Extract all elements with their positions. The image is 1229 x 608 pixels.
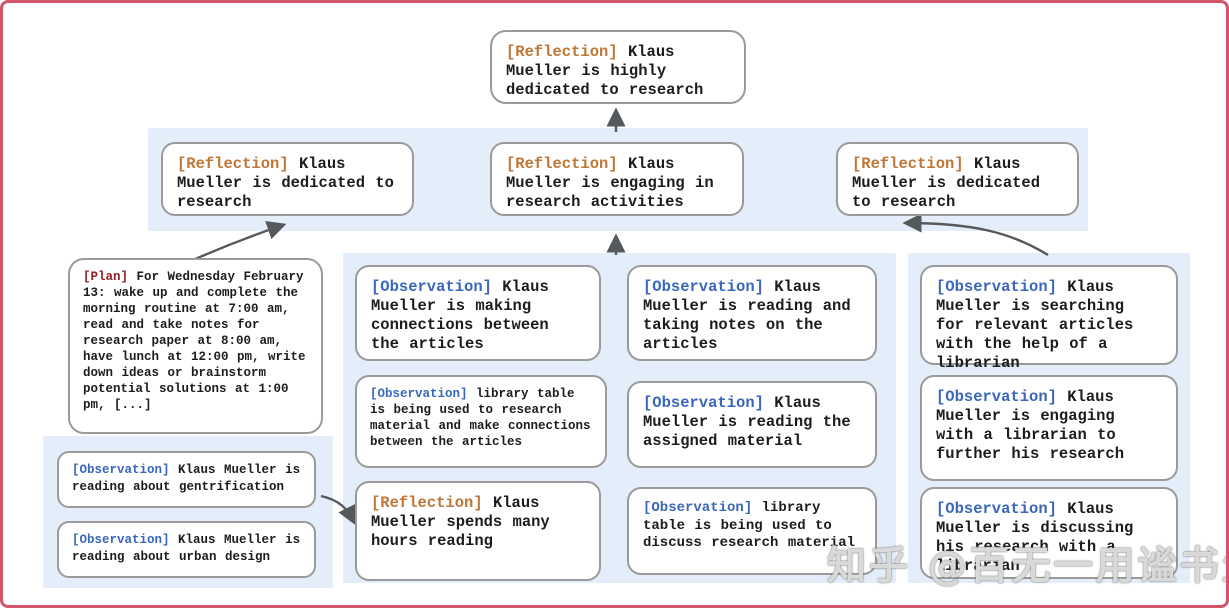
- node-text: Klaus Mueller is dedicated to research: [177, 155, 394, 211]
- reflection-tag-label: [Reflection]: [852, 155, 964, 173]
- memory-node-reflection-middle: [Reflection] Klaus Mueller is engaging i…: [490, 142, 744, 216]
- observation-tag-label: [Observation]: [643, 278, 764, 296]
- observation-tag-label: [Observation]: [936, 278, 1057, 296]
- memory-node-observation-connections: [Observation] Klaus Mueller is making co…: [355, 265, 601, 361]
- memory-node-observation-discussing-librarian: [Observation] Klaus Mueller is discussin…: [920, 487, 1178, 579]
- node-text: Klaus Mueller is discussing his research…: [936, 500, 1134, 575]
- node-text: Klaus Mueller spends many hours reading: [371, 494, 550, 550]
- memory-node-observation-urban-design: [Observation] Klaus Mueller is reading a…: [57, 521, 316, 578]
- node-text: Klaus Mueller is reading the assigned ma…: [643, 394, 851, 450]
- node-text: Klaus Mueller is reading about urban des…: [72, 533, 301, 564]
- observation-tag-label: [Observation]: [72, 533, 170, 547]
- node-text: Klaus Mueller is searching for relevant …: [936, 278, 1134, 372]
- node-text: Klaus Mueller is highly dedicated to res…: [506, 43, 704, 99]
- observation-tag-label: [Observation]: [371, 278, 492, 296]
- plan-tag-label: [Plan]: [83, 270, 129, 284]
- memory-node-reflection-left: [Reflection] Klaus Mueller is dedicated …: [161, 142, 414, 216]
- observation-tag-label: [Observation]: [936, 500, 1057, 518]
- node-text: library table is being used to discuss r…: [643, 500, 856, 551]
- memory-node-observation-library-table-discuss: [Observation] library table is being use…: [627, 487, 877, 575]
- node-text: Klaus Mueller is dedicated to research: [852, 155, 1041, 211]
- memory-node-observation-taking-notes: [Observation] Klaus Mueller is reading a…: [627, 265, 877, 361]
- memory-node-observation-gentrification: [Observation] Klaus Mueller is reading a…: [57, 451, 316, 508]
- node-text: Klaus Mueller is engaging in research ac…: [506, 155, 714, 211]
- node-text: Klaus Mueller is engaging with a librari…: [936, 388, 1125, 463]
- observation-tag-label: [Observation]: [643, 394, 764, 412]
- reflection-tag-label: [Reflection]: [506, 43, 618, 61]
- node-text: Klaus Mueller is reading about gentrific…: [72, 463, 301, 494]
- memory-node-root: [Reflection] Klaus Mueller is highly ded…: [490, 30, 746, 104]
- observation-tag-label: [Observation]: [370, 387, 468, 401]
- observation-tag-label: [Observation]: [643, 500, 753, 516]
- memory-node-reflection-hours-reading: [Reflection] Klaus Mueller spends many h…: [355, 481, 601, 581]
- memory-node-reflection-right: [Reflection] Klaus Mueller is dedicated …: [836, 142, 1079, 216]
- observation-tag-label: [Observation]: [72, 463, 170, 477]
- reflection-tag-label: [Reflection]: [177, 155, 289, 173]
- memory-node-observation-engaging-librarian: [Observation] Klaus Mueller is engaging …: [920, 375, 1178, 481]
- node-text: For Wednesday February 13: wake up and c…: [83, 270, 306, 412]
- observation-tag-label: [Observation]: [936, 388, 1057, 406]
- zhihu-watermark: 知乎 @百无一用谧书生: [827, 544, 1229, 589]
- reflection-tag-label: [Reflection]: [371, 494, 483, 512]
- memory-node-plan: [Plan] For Wednesday February 13: wake u…: [68, 258, 323, 434]
- memory-node-observation-library-table-research: [Observation] library table is being use…: [355, 375, 607, 468]
- node-text: Klaus Mueller is making connections betw…: [371, 278, 549, 353]
- node-text: Klaus Mueller is reading and taking note…: [643, 278, 851, 353]
- memory-node-observation-searching-articles: [Observation] Klaus Mueller is searching…: [920, 265, 1178, 372]
- reflection-tag-label: [Reflection]: [506, 155, 618, 173]
- memory-node-observation-assigned-material: [Observation] Klaus Mueller is reading t…: [627, 381, 877, 468]
- node-text: library table is being used to research …: [370, 387, 591, 449]
